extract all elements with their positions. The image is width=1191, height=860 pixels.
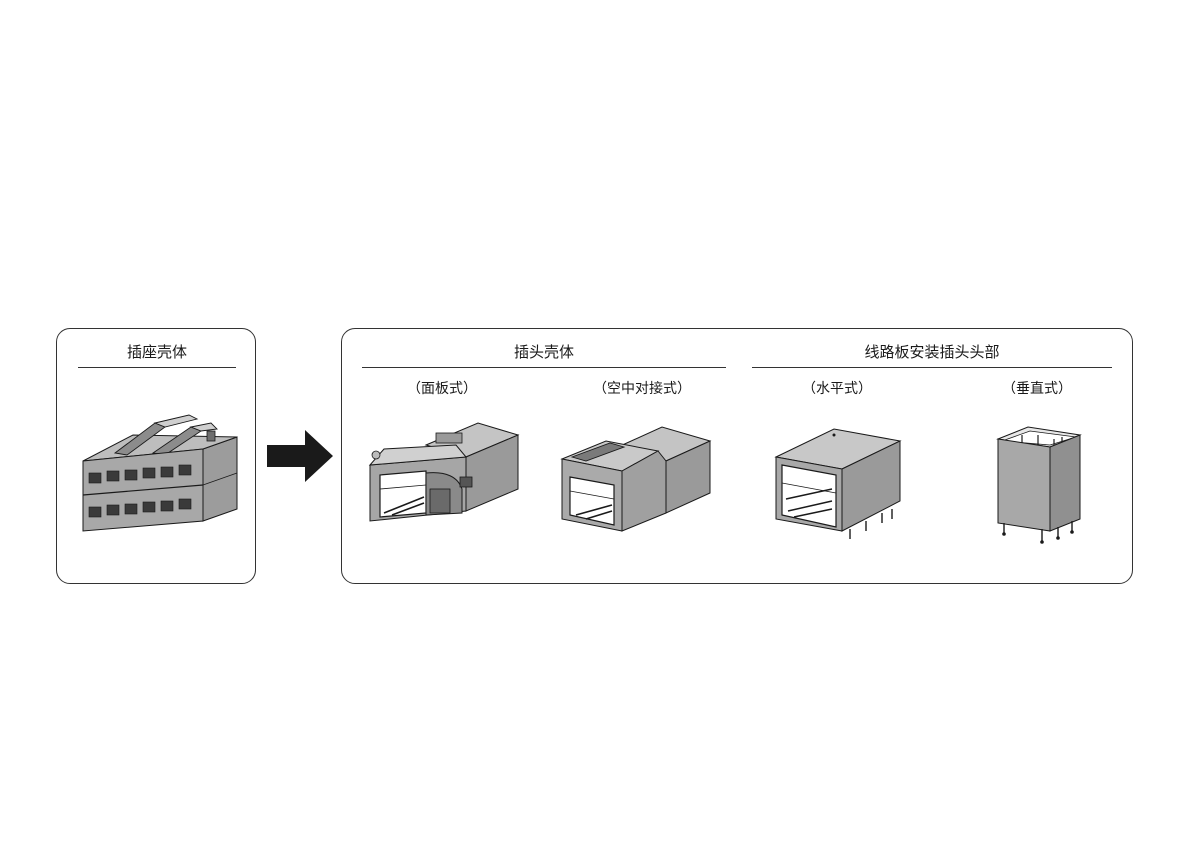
arrow-right-icon: [267, 430, 333, 482]
receptacle-panel: 插座壳体: [56, 328, 256, 584]
plug-and-header-panel: 插头壳体 线路板安装插头头部 （面板式） （空中对接式） （水平式） （垂直式）: [341, 328, 1133, 584]
receptacle-title-rule: [78, 367, 236, 368]
panel-mount-label: （面板式）: [407, 381, 477, 397]
receptacle-housing-illustration: [79, 409, 239, 549]
pcb-header-title: 线路板安装插头头部: [864, 343, 1000, 361]
vertical-label: （垂直式）: [1002, 381, 1072, 397]
plug-title: 插头壳体: [513, 343, 574, 361]
free-hanging-label: （空中对接式）: [593, 381, 691, 397]
receptacle-title: 插座壳体: [126, 343, 187, 361]
horizontal-header-illustration: [770, 421, 910, 551]
pcb-header-title-rule: [752, 367, 1112, 368]
panel-mount-plug-illustration: [366, 417, 526, 557]
vertical-header-illustration: [992, 423, 1086, 549]
plug-title-rule: [362, 367, 726, 368]
horizontal-label: （水平式）: [802, 381, 872, 397]
free-hanging-plug-illustration: [558, 421, 718, 551]
